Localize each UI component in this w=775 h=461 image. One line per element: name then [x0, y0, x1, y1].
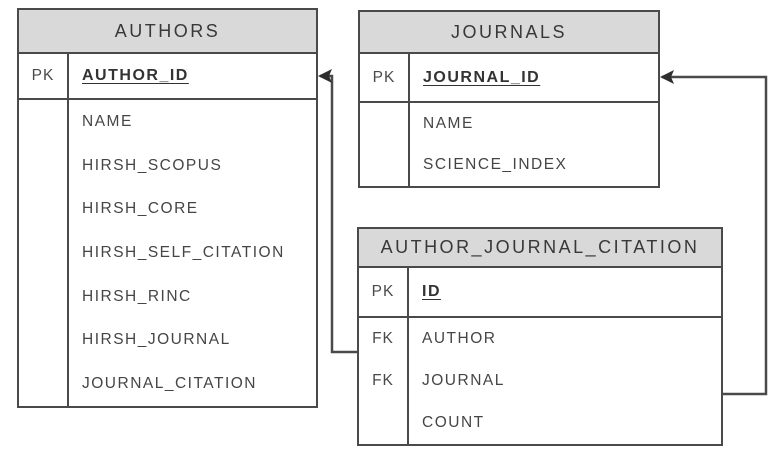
table-row: NAME: [360, 103, 658, 145]
table-title-journals: JOURNALS: [360, 12, 658, 54]
pk-label: PK: [359, 268, 409, 316]
key-label: [19, 318, 69, 363]
key-label: [19, 231, 69, 275]
key-label: [360, 144, 410, 186]
pk-label: PK: [19, 54, 69, 98]
field-name: SCIENCE_INDEX: [423, 156, 568, 174]
table-body-journals: NAME SCIENCE_INDEX: [360, 103, 658, 186]
table-row: HIRSH_SELF_CITATION: [19, 231, 316, 275]
table-row: HIRSH_CORE: [19, 187, 316, 232]
field-name: HIRSH_JOURNAL: [82, 331, 231, 349]
table-row: HIRSH_SCOPUS: [19, 143, 316, 188]
table-body-author-journal-citation: FK AUTHOR FK JOURNAL COUNT: [359, 318, 721, 444]
field-name: AUTHOR: [422, 330, 497, 347]
table-title-authors: AUTHORS: [19, 10, 316, 54]
entity-table-authors: AUTHORS PK AUTHOR_ID NAME HIRSH_SCOPUS H…: [17, 8, 318, 408]
key-label: [19, 143, 69, 188]
table-body-authors: NAME HIRSH_SCOPUS HIRSH_CORE HIRSH_SELF_…: [19, 100, 316, 407]
pk-field-author-id: AUTHOR_ID: [82, 67, 189, 84]
key-label: [19, 187, 69, 232]
table-row: SCIENCE_INDEX: [360, 144, 658, 186]
fk-label: FK: [359, 318, 409, 360]
table-title-author-journal-citation: AUTHOR_JOURNAL_CITATION: [359, 229, 721, 268]
relationship-author-to-authors: [318, 69, 357, 354]
pk-row-author-journal-citation: PK ID: [359, 268, 721, 318]
table-row: JOURNAL_CITATION: [19, 362, 316, 407]
pk-field-journal-id: JOURNAL_ID: [423, 68, 541, 86]
key-label: [19, 100, 69, 144]
field-name: HIRSH_SCOPUS: [82, 156, 223, 174]
key-label: [360, 103, 410, 145]
pk-row-authors: PK AUTHOR_ID: [19, 54, 316, 100]
key-label: [19, 362, 69, 407]
field-name: HIRSH_RINC: [82, 287, 192, 305]
field-name: COUNT: [422, 414, 485, 431]
field-name: NAME: [423, 114, 474, 132]
entity-table-journals: JOURNALS PK JOURNAL_ID NAME SCIENCE_INDE…: [358, 10, 660, 188]
pk-field-id: ID: [422, 283, 441, 300]
fk-label: FK: [359, 360, 409, 402]
field-name: HIRSH_SELF_CITATION: [82, 244, 285, 262]
key-label: [19, 274, 69, 319]
table-row: FK JOURNAL: [359, 360, 721, 402]
relationship-journal-to-journals: [660, 70, 768, 396]
entity-table-author-journal-citation: AUTHOR_JOURNAL_CITATION PK ID FK AUTHOR …: [357, 227, 723, 446]
field-name: NAME: [82, 112, 133, 130]
arrowhead-left-authors-icon: [318, 69, 332, 83]
table-row: COUNT: [359, 402, 721, 444]
arrowhead-left-journals-icon: [660, 70, 674, 84]
table-row: HIRSH_RINC: [19, 274, 316, 319]
table-row: NAME: [19, 100, 316, 144]
field-name: JOURNAL: [422, 372, 505, 389]
table-row: FK AUTHOR: [359, 318, 721, 360]
pk-label: PK: [360, 54, 410, 101]
key-label: [359, 402, 409, 444]
table-row: HIRSH_JOURNAL: [19, 318, 316, 363]
field-name: JOURNAL_CITATION: [82, 375, 257, 393]
field-name: HIRSH_CORE: [82, 200, 199, 218]
pk-row-journals: PK JOURNAL_ID: [360, 54, 658, 103]
